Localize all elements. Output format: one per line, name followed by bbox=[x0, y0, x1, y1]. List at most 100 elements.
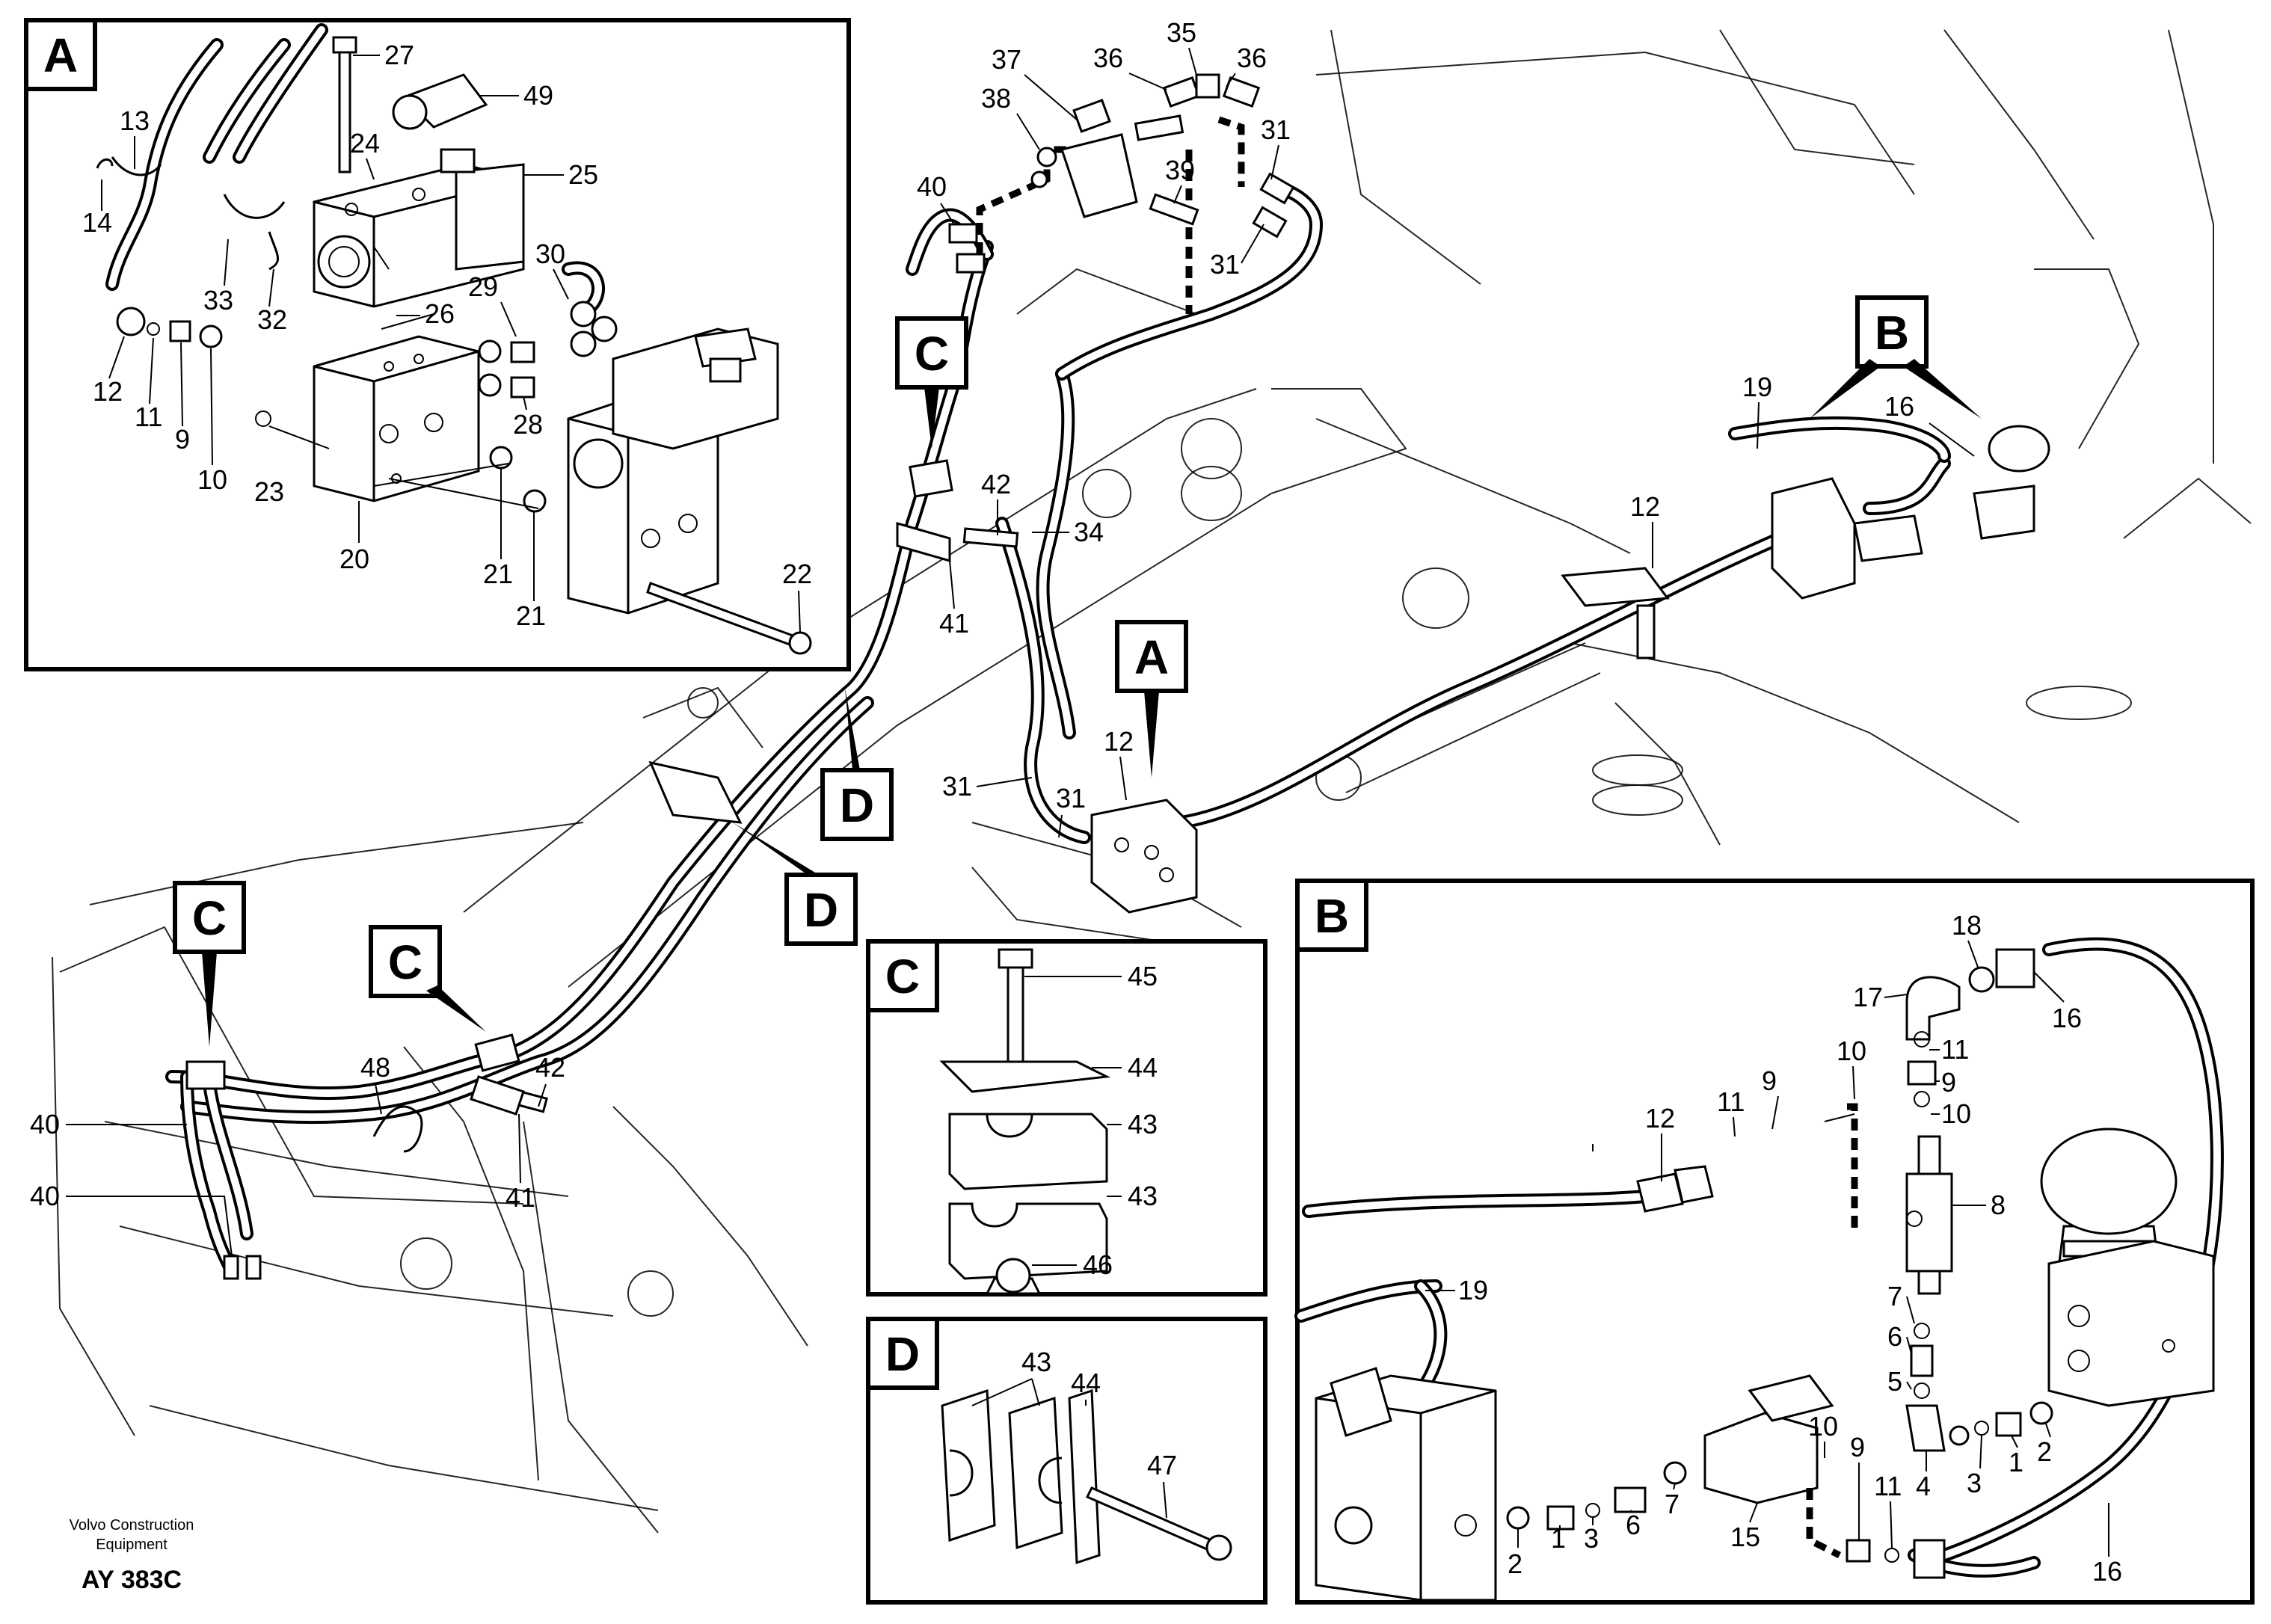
callout: 33 bbox=[203, 285, 233, 316]
callout: 12 bbox=[1104, 726, 1134, 757]
callout: 41 bbox=[505, 1182, 535, 1213]
callout: 26 bbox=[425, 298, 455, 329]
ref-letter-b: B bbox=[1875, 306, 1909, 360]
manufacturer-line-1: Volvo Construction bbox=[70, 1517, 194, 1534]
main-view-parts bbox=[185, 73, 2050, 1280]
callout: 39 bbox=[1165, 155, 1195, 185]
ref-letter-c-mid: C bbox=[388, 935, 422, 989]
callout: 18 bbox=[1952, 910, 1982, 941]
callout: 9 bbox=[1941, 1067, 1956, 1098]
detail-a-letter: A bbox=[43, 28, 78, 82]
callout: 10 bbox=[1837, 1036, 1866, 1066]
callout: 43 bbox=[1021, 1347, 1051, 1377]
callout: 9 bbox=[175, 424, 190, 455]
manufacturer-line-2: Equipment bbox=[96, 1537, 168, 1553]
detail-d-callouts: 43 44 47 bbox=[971, 1347, 1177, 1519]
callout: 1 bbox=[1551, 1523, 1566, 1554]
machine-background-linework bbox=[52, 29, 2252, 1534]
hose-bundle bbox=[165, 116, 1951, 1278]
callout: 49 bbox=[523, 80, 553, 111]
callout: 12 bbox=[1645, 1103, 1675, 1134]
callout: 8 bbox=[1991, 1190, 2006, 1220]
detail-a: A bbox=[24, 18, 851, 671]
callout: 19 bbox=[1742, 372, 1772, 402]
detail-b-callouts: 18 17 16 11 10 9 12 11 9 10 8 19 7 6 5 1… bbox=[1425, 910, 2122, 1587]
callout: 34 bbox=[1074, 517, 1104, 547]
callout: 46 bbox=[1083, 1249, 1113, 1280]
callout: 12 bbox=[93, 376, 123, 407]
callout: 31 bbox=[1261, 114, 1291, 145]
callout: 17 bbox=[1853, 982, 1883, 1012]
callout: 11 bbox=[1874, 1471, 1902, 1501]
detail-c-letter: C bbox=[885, 950, 920, 1003]
ref-letter-d-bottom: D bbox=[804, 883, 838, 937]
callout: 2 bbox=[2037, 1436, 2052, 1467]
callout: 9 bbox=[1850, 1432, 1865, 1462]
detail-b: B bbox=[1294, 879, 2255, 1605]
callout: 37 bbox=[992, 44, 1021, 75]
callout: 31 bbox=[1210, 249, 1240, 280]
callout: 21 bbox=[483, 559, 513, 589]
callout: 7 bbox=[1887, 1281, 1902, 1311]
callout: 19 bbox=[1458, 1275, 1488, 1305]
callout: 47 bbox=[1147, 1450, 1177, 1480]
callout: 9 bbox=[1762, 1065, 1777, 1096]
callout: 42 bbox=[981, 469, 1011, 499]
callout: 10 bbox=[1808, 1411, 1838, 1442]
detail-a-callouts: 27 49 13 24 25 14 30 29 33 32 26 12 11 9… bbox=[82, 40, 812, 633]
detail-c-callouts: 45 44 43 43 46 bbox=[1024, 961, 1158, 1280]
callout: 36 bbox=[1093, 43, 1123, 73]
callout: 42 bbox=[535, 1052, 565, 1083]
callout: 40 bbox=[30, 1109, 60, 1139]
callout: 28 bbox=[513, 409, 543, 440]
main-view-reference-letters: C A B D D C C bbox=[173, 295, 1982, 1047]
callout: 36 bbox=[1237, 43, 1267, 73]
callout: 44 bbox=[1128, 1052, 1158, 1083]
ref-letter-c-left: C bbox=[192, 891, 227, 945]
callout: 22 bbox=[782, 559, 812, 589]
callout: 3 bbox=[1967, 1468, 1982, 1498]
callout: 40 bbox=[30, 1181, 60, 1211]
callout: 11 bbox=[1941, 1034, 1969, 1065]
ref-letter-c-top: C bbox=[915, 327, 949, 381]
callout: 31 bbox=[942, 771, 972, 802]
figure-code: AY 383C bbox=[82, 1566, 182, 1594]
callout: 48 bbox=[360, 1052, 390, 1083]
callout: 4 bbox=[1916, 1471, 1931, 1501]
callout: 25 bbox=[568, 159, 598, 190]
callout: 13 bbox=[120, 105, 150, 136]
callout: 16 bbox=[2092, 1556, 2122, 1587]
callout: 5 bbox=[1887, 1366, 1902, 1397]
callout: 38 bbox=[981, 83, 1011, 114]
detail-c: C bbox=[866, 939, 1267, 1297]
callout: 16 bbox=[2052, 1003, 2082, 1033]
callout: 20 bbox=[339, 544, 369, 574]
callout: 43 bbox=[1128, 1181, 1158, 1211]
callout: 40 bbox=[917, 171, 947, 202]
callout: 35 bbox=[1167, 17, 1196, 48]
callout: 11 bbox=[1717, 1086, 1745, 1117]
callout: 12 bbox=[1630, 491, 1660, 522]
callout: 3 bbox=[1584, 1523, 1599, 1554]
callout: 41 bbox=[939, 608, 969, 639]
callout: 6 bbox=[1887, 1321, 1902, 1352]
callout: 10 bbox=[197, 464, 227, 495]
callout: 2 bbox=[1508, 1548, 1522, 1579]
callout: 10 bbox=[1941, 1098, 1971, 1129]
callout: 6 bbox=[1626, 1510, 1641, 1540]
callout: 23 bbox=[254, 476, 284, 507]
callout: 43 bbox=[1128, 1109, 1158, 1139]
callout: 14 bbox=[82, 207, 112, 238]
detail-d: D bbox=[866, 1317, 1267, 1605]
callout: 15 bbox=[1730, 1522, 1760, 1552]
callout: 7 bbox=[1665, 1489, 1680, 1519]
callout: 45 bbox=[1128, 961, 1158, 991]
callout: 1 bbox=[2009, 1447, 2023, 1477]
main-view-callouts: 35 37 36 36 38 31 39 40 31 42 34 41 12 3… bbox=[30, 17, 1975, 1257]
callout: 24 bbox=[350, 128, 380, 159]
callout: 44 bbox=[1071, 1368, 1101, 1398]
detail-d-letter: D bbox=[885, 1327, 920, 1381]
callout: 27 bbox=[384, 40, 414, 70]
callout: 32 bbox=[257, 304, 287, 335]
